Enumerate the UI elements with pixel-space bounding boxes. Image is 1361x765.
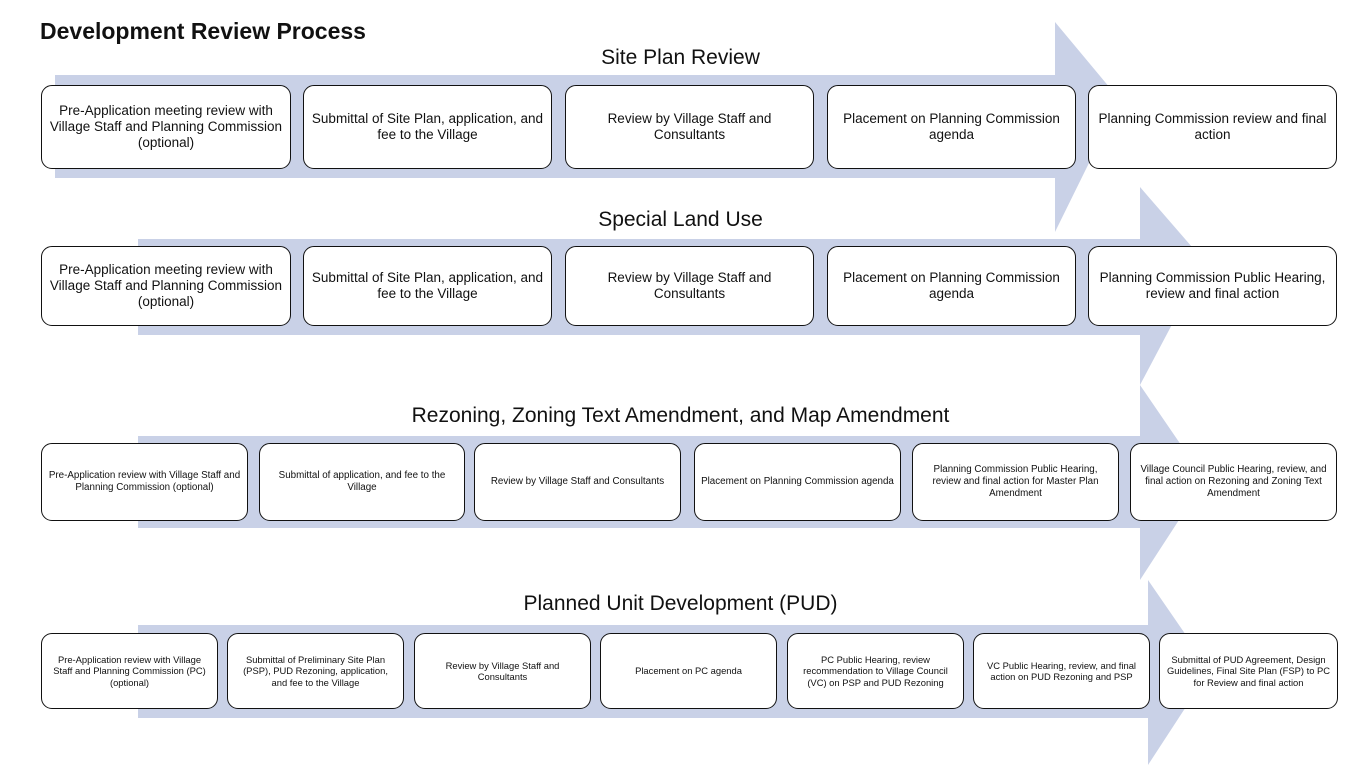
section-title-rezoning: Rezoning, Zoning Text Amendment, and Map… [411, 404, 950, 427]
rezoning-step-2: Submittal of application, and fee to the… [259, 443, 465, 521]
site-plan-step-4: Placement on Planning Commission agenda [827, 85, 1076, 169]
pud-step-5: PC Public Hearing, review recommendation… [787, 633, 964, 709]
site-plan-step-5: Planning Commission review and final act… [1088, 85, 1337, 169]
section-title-special-land-use: Special Land Use [598, 208, 763, 231]
rezoning-step-4: Placement on Planning Commission agenda [694, 443, 901, 521]
page-title: Development Review Process [40, 18, 366, 44]
section-title-site-plan-review: Site Plan Review [601, 46, 760, 69]
site-plan-step-2: Submittal of Site Plan, application, and… [303, 85, 552, 169]
pud-step-6: VC Public Hearing, review, and final act… [973, 633, 1150, 709]
rezoning-step-1: Pre-Application review with Village Staf… [41, 443, 248, 521]
special-land-use-step-4: Placement on Planning Commission agenda [827, 246, 1076, 326]
pud-step-1: Pre-Application review with Village Staf… [41, 633, 218, 709]
special-land-use-step-3: Review by Village Staff and Consultants [565, 246, 814, 326]
pud-step-4: Placement on PC agenda [600, 633, 777, 709]
special-land-use-step-2: Submittal of Site Plan, application, and… [303, 246, 552, 326]
site-plan-step-3: Review by Village Staff and Consultants [565, 85, 814, 169]
special-land-use-step-5: Planning Commission Public Hearing, revi… [1088, 246, 1337, 326]
pud-step-7: Submittal of PUD Agreement, Design Guide… [1159, 633, 1338, 709]
special-land-use-step-1: Pre-Application meeting review with Vill… [41, 246, 291, 326]
section-title-pud: Planned Unit Development (PUD) [523, 592, 838, 615]
rezoning-step-6: Village Council Public Hearing, review, … [1130, 443, 1337, 521]
pud-step-2: Submittal of Preliminary Site Plan (PSP)… [227, 633, 404, 709]
rezoning-step-3: Review by Village Staff and Consultants [474, 443, 681, 521]
pud-step-3: Review by Village Staff and Consultants [414, 633, 591, 709]
rezoning-step-5: Planning Commission Public Hearing, revi… [912, 443, 1119, 521]
site-plan-step-1: Pre-Application meeting review with Vill… [41, 85, 291, 169]
